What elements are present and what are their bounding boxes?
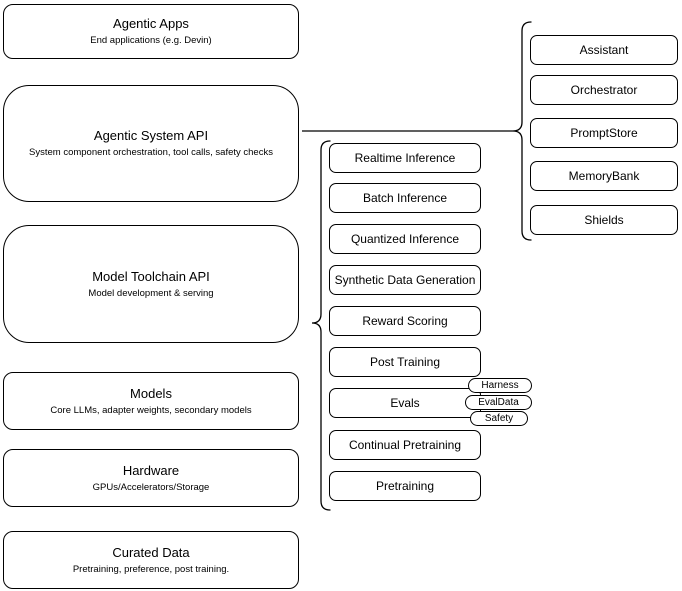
quantized-inference-box: Quantized Inference — [329, 224, 481, 254]
agentic-apps-box: Agentic Apps End applications (e.g. Devi… — [3, 4, 299, 59]
memorybank-box: MemoryBank — [530, 161, 678, 191]
pretraining-box: Pretraining — [329, 471, 481, 501]
agentic-system-api-title: Agentic System API — [93, 128, 209, 143]
evaldata-pill: EvalData — [465, 395, 532, 410]
hardware-box: Hardware GPUs/Accelerators/Storage — [3, 449, 299, 507]
safety-pill: Safety — [470, 411, 528, 426]
curated-data-box: Curated Data Pretraining, preference, po… — [3, 531, 299, 589]
reward-scoring-box: Reward Scoring — [329, 306, 481, 336]
post-training-box: Post Training — [329, 347, 481, 377]
agentic-apps-title: Agentic Apps — [113, 16, 189, 31]
continual-pretraining-box: Continual Pretraining — [329, 430, 481, 460]
realtime-inference-box: Realtime Inference — [329, 143, 481, 173]
batch-inference-box: Batch Inference — [329, 183, 481, 213]
model-toolchain-api-title: Model Toolchain API — [92, 268, 210, 284]
toolchain-components-brace — [311, 140, 331, 511]
model-toolchain-api-subtitle: Model development & serving — [88, 287, 214, 299]
model-toolchain-api-box: Model Toolchain API Model development & … — [3, 225, 299, 343]
agentic-apps-subtitle: End applications (e.g. Devin) — [90, 35, 212, 46]
hardware-subtitle: GPUs/Accelerators/Storage — [92, 481, 210, 493]
synthetic-data-generation-box: Synthetic Data Generation — [329, 265, 481, 295]
models-box: Models Core LLMs, adapter weights, secon… — [3, 372, 299, 430]
shields-box: Shields — [530, 205, 678, 235]
models-title: Models — [130, 385, 172, 401]
orchestrator-box: Orchestrator — [530, 75, 678, 105]
curated-data-subtitle: Pretraining, preference, post training. — [72, 563, 230, 575]
evals-box: Evals — [329, 388, 481, 418]
agentic-system-api-subtitle: System component orchestration, tool cal… — [29, 147, 273, 158]
models-subtitle: Core LLMs, adapter weights, secondary mo… — [50, 404, 252, 416]
harness-pill: Harness — [468, 378, 532, 393]
system-components-brace — [512, 21, 532, 241]
agentic-system-api-box: Agentic System API System component orch… — [3, 85, 299, 202]
hardware-title: Hardware — [122, 462, 180, 478]
curated-data-title: Curated Data — [112, 544, 190, 560]
assistant-box: Assistant — [530, 35, 678, 65]
promptstore-box: PromptStore — [530, 118, 678, 148]
